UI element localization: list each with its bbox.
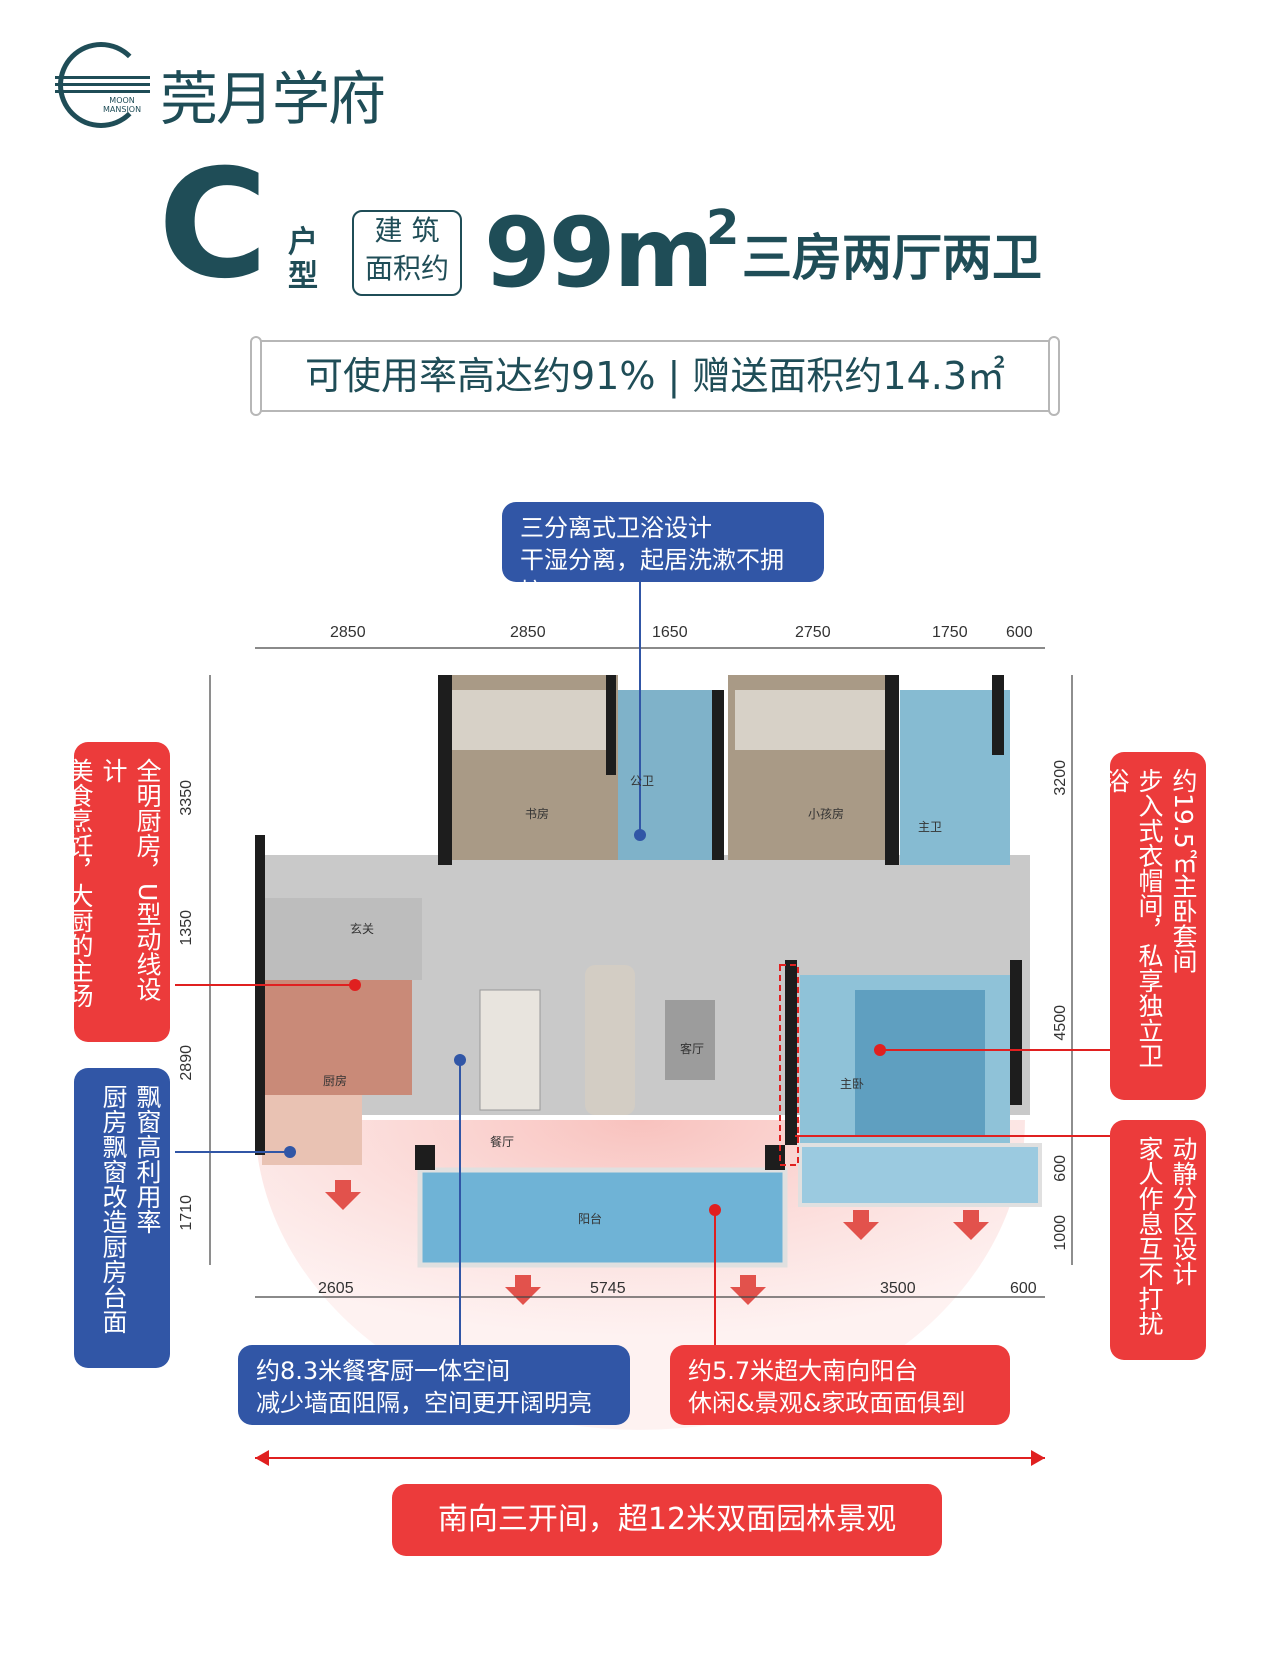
area-label-1: 建 筑 [374,214,440,247]
master-bath-area [900,690,1010,865]
kitchen-area [262,980,412,1095]
dim-left-4: 1710 [178,1195,195,1231]
dim-bottom-3: 3500 [880,1280,916,1297]
leader-dots [284,829,886,1216]
logo-sub-2: MANSION [103,105,142,114]
room-config: 三房两厅两卫 [742,229,1042,287]
dim-top-2: 2850 [510,624,546,641]
callout-balcony-line-2: 休闲&景观&家政面面俱到 [688,1389,966,1417]
callout-bath-line-1: 三分离式卫浴设计 [520,514,712,542]
room-label-master-bed: 主卧 [840,1077,865,1091]
child-bed [735,690,885,750]
callout-bay-window: 飘窗高利用率 厨房飘窗改造厨房台面 [74,1068,170,1368]
unit-letter: C [158,138,269,312]
partition-highlight [779,964,799,1166]
dim-top-4: 2750 [795,624,831,641]
public-bath-area [618,690,713,860]
callout-south-facing: 南向三开间，超12米双面园林景观 [392,1484,942,1556]
logo-sub: MOON MANSION [103,96,141,114]
callout-open-space: 约8.3米餐客厨一体空间 减少墙面阻隔，空间更开阔明亮 [238,1345,630,1425]
dim-top-5: 1750 [932,624,968,641]
room-label-child-room: 小孩房 [808,807,845,821]
dim-left-1: 3350 [178,780,195,816]
dim-top-3: 1650 [652,624,688,641]
room-label-dining: 餐厅 [490,1135,515,1149]
dim-top-1: 2850 [330,624,366,641]
unit-type-label: 户型 [288,225,318,294]
dim-right-3: 600 [1052,1155,1069,1182]
banner-text: 可使用率高达约91% | 赠送面积约14.3㎡ [304,354,1006,398]
logo-text: 莞月学府 [160,65,386,133]
dim-left-3: 2890 [178,1045,195,1081]
room-label-kitchen: 厨房 [323,1074,348,1088]
logo-sub-1: MOON [109,96,135,105]
master-balcony-area [798,1143,1042,1207]
callout-bath-line-2: 干湿分离，起居洗漱不拥挤 [520,546,784,606]
scroll-banner [260,340,1050,412]
south-arrows [325,1180,989,1305]
scroll-left-cap [250,336,262,416]
span-arrowheads [255,1450,1045,1466]
scroll-right-cap [1048,336,1060,416]
callout-zoning: 动静分区设计 家人作息互不打扰 [1110,1120,1206,1360]
dim-bottom-4: 600 [1010,1280,1037,1297]
callout-balcony: 约5.7米超大南向阳台 休闲&景观&家政面面俱到 [670,1345,1010,1425]
callout-kitchen: 全明厨房，U型动线设计 美食烹饪，大厨的主场 [65,742,170,1042]
dim-bottom-2: 5745 [590,1280,626,1297]
callout-bath: 三分离式卫浴设计 干湿分离，起居洗漱不拥挤 [502,502,824,606]
foyer-area [262,898,422,980]
area-unit-sup: 2 [706,200,740,256]
room-label-balcony: 阳台 [578,1212,603,1226]
master-bed [855,990,985,1135]
room-label-study: 书房 [525,807,550,821]
area-label-box: 建 筑 面积约 [352,210,462,296]
room-label-master-bath: 主卫 [918,820,943,834]
callout-balcony-line-1: 约5.7米超大南向阳台 [688,1357,919,1385]
callout-open-space-line-1: 约8.3米餐客厨一体空间 [256,1357,511,1385]
dim-bottom-1: 2605 [318,1280,354,1297]
dim-right-4: 1000 [1052,1215,1069,1251]
study-bed [450,690,610,750]
room-label-foyer: 玄关 [350,922,375,936]
dining-table [479,989,541,1111]
callout-open-space-line-2: 减少墙面阻隔，空间更开阔明亮 [256,1389,592,1417]
room-label-public-bath: 公卫 [630,774,655,788]
coffee-table [665,1000,715,1080]
room-label-living: 客厅 [680,1042,705,1056]
bay-window-area [262,1095,362,1165]
walls [255,675,1022,1170]
dimension-lines [209,647,1073,1298]
area-value: 99m [484,197,714,309]
area-label-2: 面积约 [364,252,449,285]
sofa [585,965,635,1115]
dim-top-6: 600 [1006,624,1033,641]
dim-right-1: 3200 [1052,760,1069,796]
callout-master-suite: 约19.5㎡主卧套间 步入式衣帽间，私享独立卫浴 [1101,752,1206,1100]
dim-left-2: 1350 [178,910,195,946]
dim-right-2: 4500 [1052,1005,1069,1041]
balcony-area [417,1167,788,1268]
logo-lines-icon [55,76,150,100]
